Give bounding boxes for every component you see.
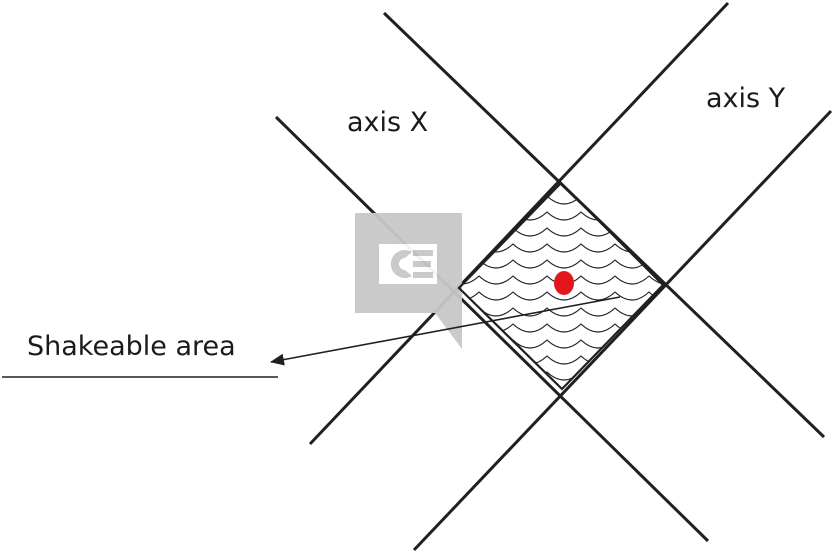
hatch-wave	[459, 371, 663, 381]
hatch-wave	[459, 195, 663, 205]
watermark-tail	[435, 313, 462, 349]
hatch-wave	[459, 339, 663, 349]
watermark-c-glyph	[390, 250, 412, 278]
axis-y-label: axis Y	[706, 83, 786, 114]
hatch-wave	[459, 227, 663, 237]
position-dot	[554, 271, 574, 295]
watermark-e-bar-mid	[413, 261, 431, 267]
watermark-e-bar-bottom	[413, 272, 433, 278]
watermark-logo	[355, 213, 462, 349]
axis-x-line-lower	[274, 115, 710, 543]
pointer-arrow	[270, 296, 621, 366]
shakeable-area-outline	[457, 181, 665, 391]
hatch-wave	[459, 323, 663, 333]
hatch-wave	[459, 291, 663, 301]
watermark-e-bar-top	[413, 250, 433, 256]
axis-y-line-upper	[308, 1, 730, 446]
axis-y-line-lower	[412, 109, 833, 552]
shakeable-area-hatching	[459, 195, 663, 389]
hatch-wave	[459, 355, 663, 365]
hatch-wave	[459, 243, 663, 253]
shakeable-area-label: Shakeable area	[27, 331, 236, 362]
axis-x-label: axis X	[347, 107, 428, 138]
axis-y-lines	[308, 1, 833, 552]
hatch-wave	[459, 211, 663, 221]
